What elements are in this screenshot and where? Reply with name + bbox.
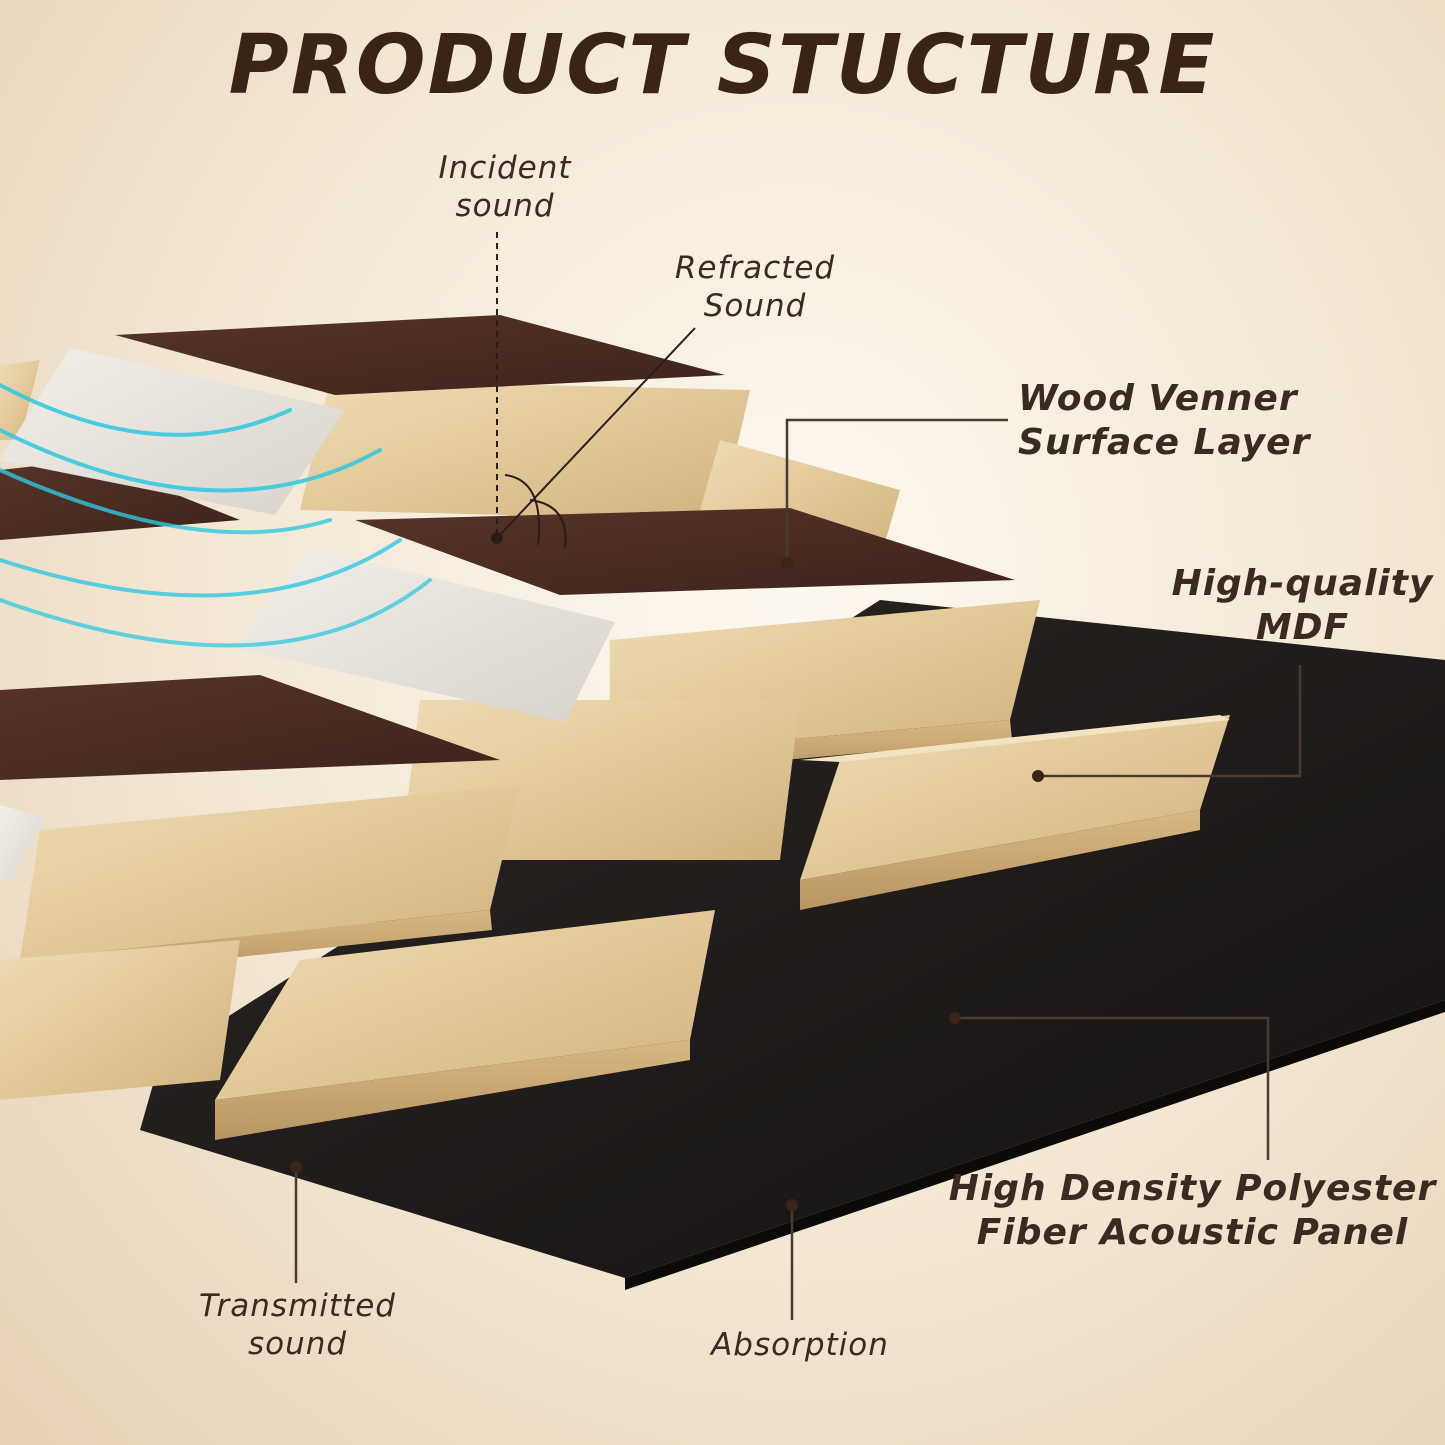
- label-polyester-line-1: High Density Polyester: [948, 1168, 1437, 1209]
- page-title: PRODUCT STUCTURE: [228, 18, 1217, 113]
- label-mdf-line-1: High-quality: [1171, 563, 1434, 604]
- label-mdf: High-quality MDF: [1160, 562, 1445, 650]
- label-incident-sound: Incident sound: [400, 150, 610, 226]
- sound-wave-arcs: [0, 383, 432, 648]
- label-wood-veneer-line-1: Wood Venner: [1018, 378, 1298, 419]
- refraction-angle-arcs: [504, 474, 567, 549]
- callout-dot-polyester: [949, 1012, 961, 1024]
- label-polyester-line-2: Fiber Acoustic Panel: [976, 1211, 1409, 1253]
- label-transmitted-line-1: Transmitted: [199, 1288, 396, 1324]
- dark-wood-veneer: [0, 315, 1015, 780]
- callout-wood-veneer: [785, 418, 1008, 560]
- label-absorption-line-1: Absorption: [711, 1327, 889, 1363]
- label-incident-line-2: sound: [455, 187, 555, 224]
- refracted-sound-line: [496, 327, 696, 539]
- callout-dot-transmitted: [290, 1161, 302, 1173]
- callout-dot-wood-veneer: [781, 557, 793, 569]
- label-wood-veneer: Wood Venner Surface Layer: [1018, 377, 1310, 465]
- label-refracted-sound: Refracted Sound: [640, 250, 870, 326]
- callout-polyester: [958, 1016, 1270, 1160]
- label-wood-veneer-line-2: Surface Layer: [1018, 421, 1311, 463]
- label-incident-line-1: Incident: [438, 150, 572, 186]
- label-transmitted-sound: Transmitted sound: [170, 1288, 425, 1364]
- label-absorption: Absorption: [680, 1327, 920, 1365]
- mdf-slats: [0, 360, 1230, 1140]
- incidence-point: [491, 532, 503, 544]
- light-wood-veneer: [0, 348, 615, 880]
- callout-mdf: [1040, 665, 1302, 778]
- label-polyester-panel: High Density Polyester Fiber Acoustic Pa…: [940, 1167, 1445, 1255]
- label-refracted-line-2: Sound: [703, 287, 807, 324]
- label-refracted-line-1: Refracted: [674, 250, 836, 286]
- callout-dot-absorption: [786, 1199, 798, 1211]
- label-mdf-line-2: MDF: [1255, 606, 1350, 648]
- callout-dot-mdf: [1032, 770, 1044, 782]
- label-transmitted-line-2: sound: [247, 1325, 348, 1362]
